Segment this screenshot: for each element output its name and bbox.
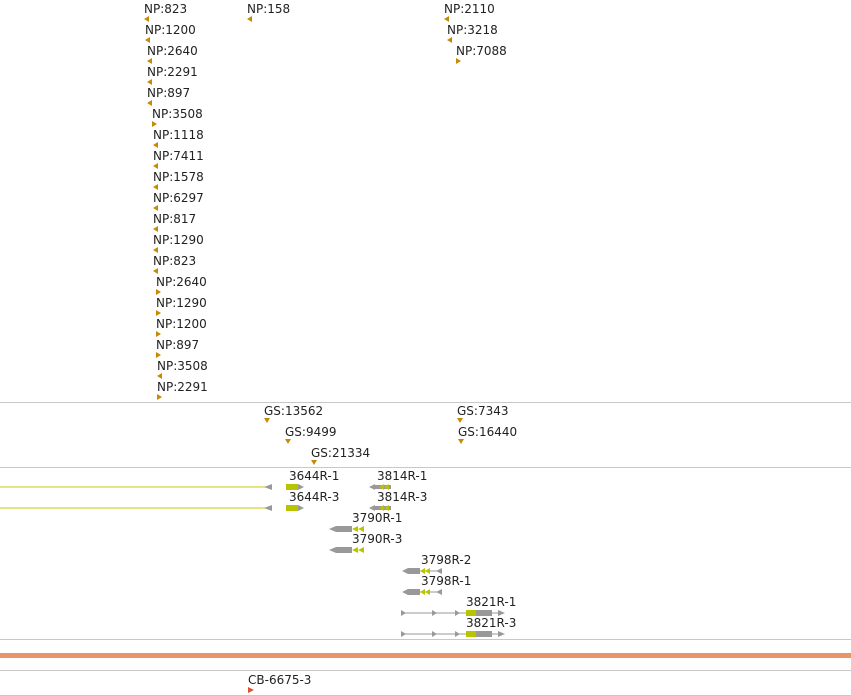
- track-separator: [0, 402, 851, 403]
- np-left-arrow-icon[interactable]: [153, 163, 158, 169]
- np-label[interactable]: NP:1578: [153, 170, 204, 184]
- track-separator: [0, 467, 851, 468]
- gs-label[interactable]: GS:16440: [458, 425, 518, 439]
- transcript-model-3644R-1[interactable]: [0, 484, 304, 490]
- transcript-label[interactable]: 3790R-3: [352, 532, 403, 546]
- np-left-arrow-icon[interactable]: [147, 100, 152, 106]
- np-left-arrow-icon[interactable]: [147, 58, 152, 64]
- np-label[interactable]: NP:7411: [153, 149, 204, 163]
- np-right-arrow-icon[interactable]: [156, 352, 161, 358]
- gs-down-arrow-icon[interactable]: [264, 418, 270, 423]
- np-right-arrow-icon[interactable]: [156, 310, 161, 316]
- np-label[interactable]: NP:1290: [156, 296, 207, 310]
- gs-down-arrow-icon[interactable]: [285, 439, 291, 444]
- np-right-arrow-icon[interactable]: [156, 289, 161, 295]
- np-label[interactable]: NP:1290: [153, 233, 204, 247]
- np-label[interactable]: NP:3508: [157, 359, 208, 373]
- transcript-model-3814R-3[interactable]: [369, 505, 391, 511]
- np-left-arrow-icon[interactable]: [153, 205, 158, 211]
- transcript-label[interactable]: 3814R-1: [377, 469, 428, 483]
- np-label[interactable]: NP:6297: [153, 191, 204, 205]
- np-left-arrow-icon[interactable]: [153, 268, 158, 274]
- np-label[interactable]: NP:2640: [156, 275, 207, 289]
- np-left-arrow-icon[interactable]: [153, 247, 158, 253]
- track-separator: [0, 639, 851, 640]
- np-label[interactable]: NP:817: [153, 212, 197, 226]
- gs-down-arrow-icon[interactable]: [311, 460, 317, 465]
- np-right-arrow-icon[interactable]: [152, 121, 157, 127]
- np-label[interactable]: NP:1200: [156, 317, 207, 331]
- transcript-label[interactable]: 3644R-3: [289, 490, 340, 504]
- np-left-arrow-icon[interactable]: [157, 373, 162, 379]
- transcript-label[interactable]: 3798R-2: [421, 553, 472, 567]
- np-label[interactable]: NP:2291: [147, 65, 198, 79]
- transcript-model-3790R-1[interactable]: [329, 526, 364, 532]
- transcript-model-3821R-1[interactable]: [401, 610, 505, 616]
- np-left-arrow-icon[interactable]: [153, 184, 158, 190]
- transcript-label[interactable]: 3821R-3: [466, 616, 517, 630]
- np-left-arrow-icon[interactable]: [147, 79, 152, 85]
- np-label[interactable]: NP:1200: [145, 23, 196, 37]
- np-label[interactable]: NP:823: [153, 254, 197, 268]
- gs-label[interactable]: GS:21334: [311, 446, 371, 460]
- transcript-label[interactable]: 3790R-1: [352, 511, 403, 525]
- cb-right-arrow-icon[interactable]: [248, 687, 254, 693]
- np-label[interactable]: NP:897: [156, 338, 200, 352]
- gs-down-arrow-icon[interactable]: [457, 418, 463, 423]
- track-separator: [0, 670, 851, 671]
- np-left-arrow-icon[interactable]: [145, 37, 150, 43]
- transcript-label[interactable]: 3644R-1: [289, 469, 340, 483]
- np-label[interactable]: NP:2640: [147, 44, 198, 58]
- np-left-arrow-icon[interactable]: [447, 37, 452, 43]
- highlight-bar: [0, 653, 851, 658]
- np-left-arrow-icon[interactable]: [247, 16, 252, 22]
- np-track: NP:823 NP:158 NP:2110 NP:1200 NP:3218 NP…: [144, 2, 507, 400]
- np-label[interactable]: NP:7088: [456, 44, 507, 58]
- np-label[interactable]: NP:897: [147, 86, 191, 100]
- transcript-model-3790R-3[interactable]: [329, 547, 364, 553]
- np-label[interactable]: NP:2110: [444, 2, 495, 16]
- transcript-track: 3644R-1 3814R-1 3644R-3 3814R-3 3790R-1 …: [0, 468, 851, 638]
- np-label[interactable]: NP:823: [144, 2, 188, 16]
- transcript-model-3798R-1[interactable]: [402, 589, 442, 595]
- transcript-model-3798R-2[interactable]: [402, 568, 442, 574]
- np-left-arrow-icon[interactable]: [444, 16, 449, 22]
- gs-track: GS:13562 GS:7343 GS:9499 GS:16440 GS:213…: [0, 403, 851, 467]
- gs-down-arrow-icon[interactable]: [458, 439, 464, 444]
- np-right-arrow-icon[interactable]: [156, 331, 161, 337]
- transcript-label[interactable]: 3821R-1: [466, 595, 517, 609]
- gs-label[interactable]: GS:13562: [264, 404, 324, 418]
- np-label[interactable]: NP:158: [247, 2, 291, 16]
- np-label[interactable]: NP:3218: [447, 23, 498, 37]
- np-right-arrow-icon[interactable]: [456, 58, 461, 64]
- np-label[interactable]: NP:3508: [152, 107, 203, 121]
- np-left-arrow-icon[interactable]: [153, 226, 158, 232]
- transcript-model-3814R-1[interactable]: [369, 484, 391, 490]
- gs-label[interactable]: GS:9499: [285, 425, 337, 439]
- np-left-arrow-icon[interactable]: [144, 16, 149, 22]
- cb-track: CB-6675-3: [0, 671, 851, 696]
- np-label[interactable]: NP:1118: [153, 128, 204, 142]
- np-label[interactable]: NP:2291: [157, 380, 208, 394]
- np-left-arrow-icon[interactable]: [153, 142, 158, 148]
- transcript-model-3821R-3[interactable]: [401, 631, 505, 637]
- cb-label[interactable]: CB-6675-3: [248, 673, 312, 687]
- transcript-glyphs[interactable]: [0, 468, 851, 638]
- transcript-label[interactable]: 3798R-1: [421, 574, 472, 588]
- np-right-arrow-icon[interactable]: [157, 394, 162, 400]
- transcript-label[interactable]: 3814R-3: [377, 490, 428, 504]
- transcript-model-3644R-3[interactable]: [0, 505, 304, 511]
- gs-label[interactable]: GS:7343: [457, 404, 509, 418]
